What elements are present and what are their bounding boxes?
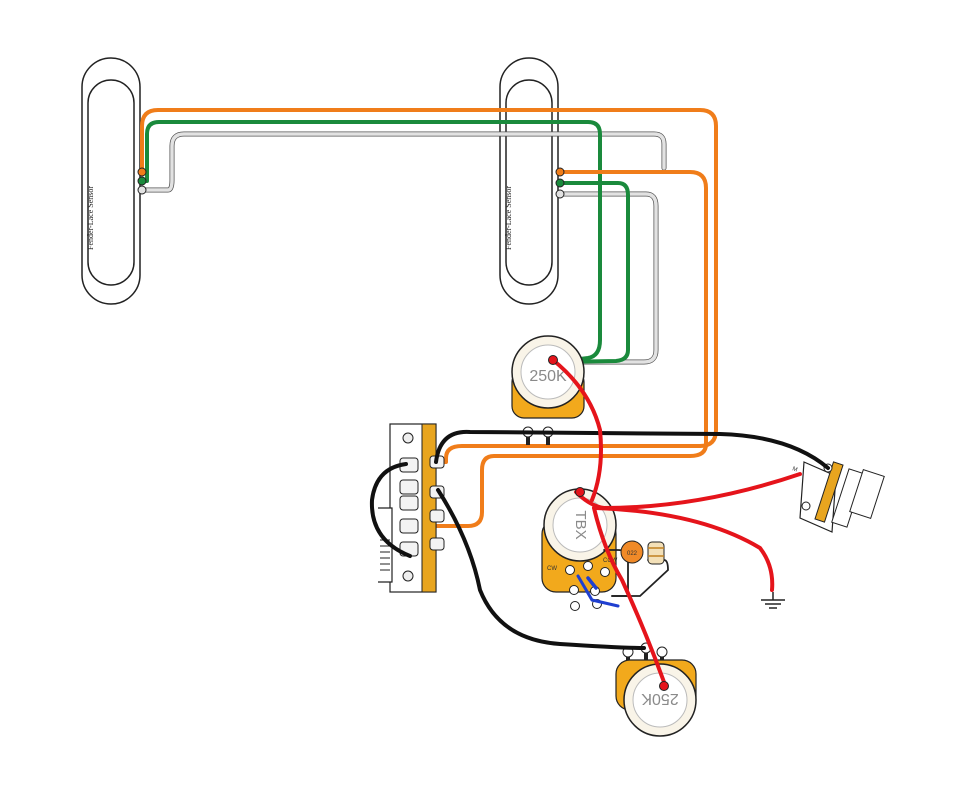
tbx-pot[interactable]: TBX CW CCW: [541, 488, 618, 611]
resistor: [647, 541, 665, 565]
tbx-pot-label: TBX: [572, 510, 589, 539]
volume-pot-label: 250K: [529, 368, 567, 385]
pickup-selector-switch[interactable]: [378, 423, 445, 593]
red-wires: [551, 358, 802, 684]
neck-pickup: Fender-Lace Sensor: [81, 57, 141, 305]
black-wires: [369, 429, 830, 650]
tone-pot-label: 250K: [641, 690, 679, 707]
tone-capacitor: 022: [620, 540, 644, 564]
volume-pot[interactable]: 250K: [511, 335, 585, 445]
wire-terminals: [137, 167, 669, 691]
bridge-pickup: Fender-Lace Sensor: [499, 57, 559, 305]
green-wires: [141, 120, 630, 364]
white-wires: [140, 131, 667, 365]
capacitor-label: 022: [627, 551, 638, 557]
jack-label: M: [791, 466, 798, 473]
output-jack: M: [791, 461, 885, 533]
ground-symbol: [761, 592, 785, 609]
neck-pickup-brand-label: Fender-Lace Sensor: [86, 186, 95, 250]
tbx-cw-label: CW: [547, 566, 557, 572]
orange-wires: [140, 108, 718, 528]
bridge-pickup-brand-label: Fender-Lace Sensor: [504, 186, 513, 250]
